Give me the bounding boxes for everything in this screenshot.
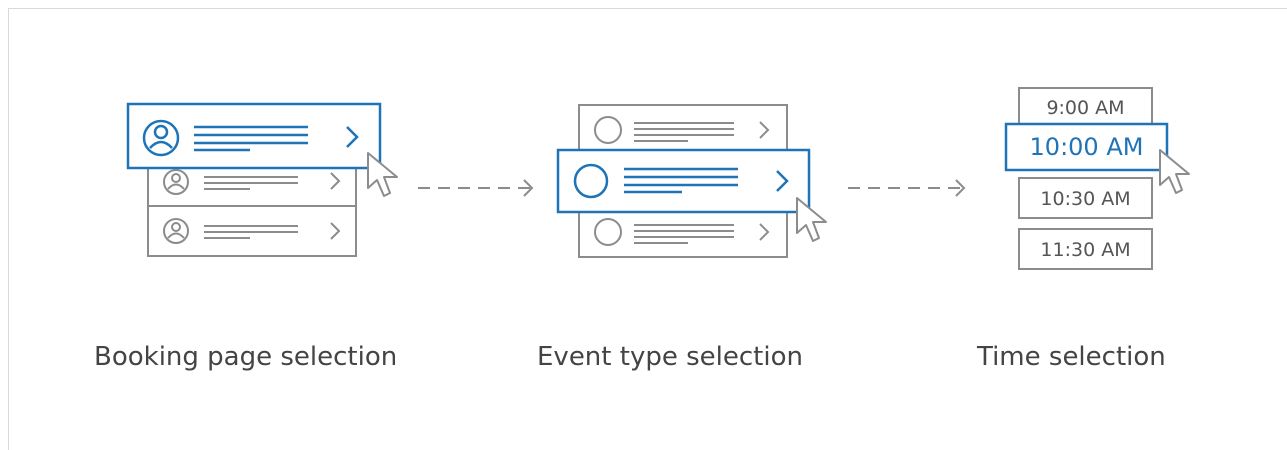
content-frame: [8, 8, 1287, 450]
time-slot: 11:30 AM: [1018, 228, 1153, 270]
step-booking-page: [126, 102, 398, 257]
chevron-right-icon: [330, 222, 341, 240]
text-lines: [624, 167, 738, 194]
chevron-right-icon: [776, 170, 789, 192]
step-caption-time: Time selection: [977, 342, 1166, 372]
text-lines: [194, 125, 308, 152]
event-type-row-selected: [556, 148, 811, 214]
step-caption-event-type: Event type selection: [537, 342, 803, 372]
user-avatar-icon: [163, 218, 189, 244]
circle-icon: [594, 116, 622, 144]
time-slot-selected: 10:00 AM: [1004, 122, 1169, 172]
chevron-right-icon: [330, 172, 341, 190]
event-type-row: [594, 218, 770, 246]
circle-icon: [594, 218, 622, 246]
time-slot-label: 10:00 AM: [1030, 133, 1144, 161]
text-lines: [634, 122, 734, 142]
user-avatar-icon: [142, 119, 180, 157]
chevron-right-icon: [346, 126, 359, 148]
time-slot-label: 9:00 AM: [1046, 97, 1124, 119]
cursor-arrow-icon: [367, 152, 398, 197]
time-slot-label: 11:30 AM: [1040, 239, 1130, 261]
chevron-right-icon: [759, 223, 770, 241]
step-time: 9:00 AM 10:30 AM 11:30 AM 10:00 AM: [1004, 87, 1190, 270]
step-caption-booking-page: Booking page selection: [94, 342, 398, 372]
booking-page-row-selected: [126, 102, 382, 170]
user-avatar-icon: [163, 169, 189, 195]
chevron-right-icon: [759, 121, 770, 139]
cursor-arrow-icon: [1159, 149, 1190, 194]
dashed-arrow-icon: [848, 179, 966, 197]
circle-icon: [573, 163, 609, 199]
step-event-type: [556, 104, 827, 258]
text-lines: [204, 176, 298, 190]
event-type-row: [594, 116, 770, 144]
time-slot-label: 10:30 AM: [1040, 188, 1130, 210]
booking-page-row: [147, 205, 357, 257]
time-slot: 10:30 AM: [1018, 177, 1153, 219]
dashed-arrow-icon: [418, 179, 534, 197]
text-lines: [204, 225, 298, 239]
time-slot: 9:00 AM: [1018, 87, 1153, 126]
text-lines: [634, 224, 734, 244]
cursor-arrow-icon: [796, 197, 827, 242]
